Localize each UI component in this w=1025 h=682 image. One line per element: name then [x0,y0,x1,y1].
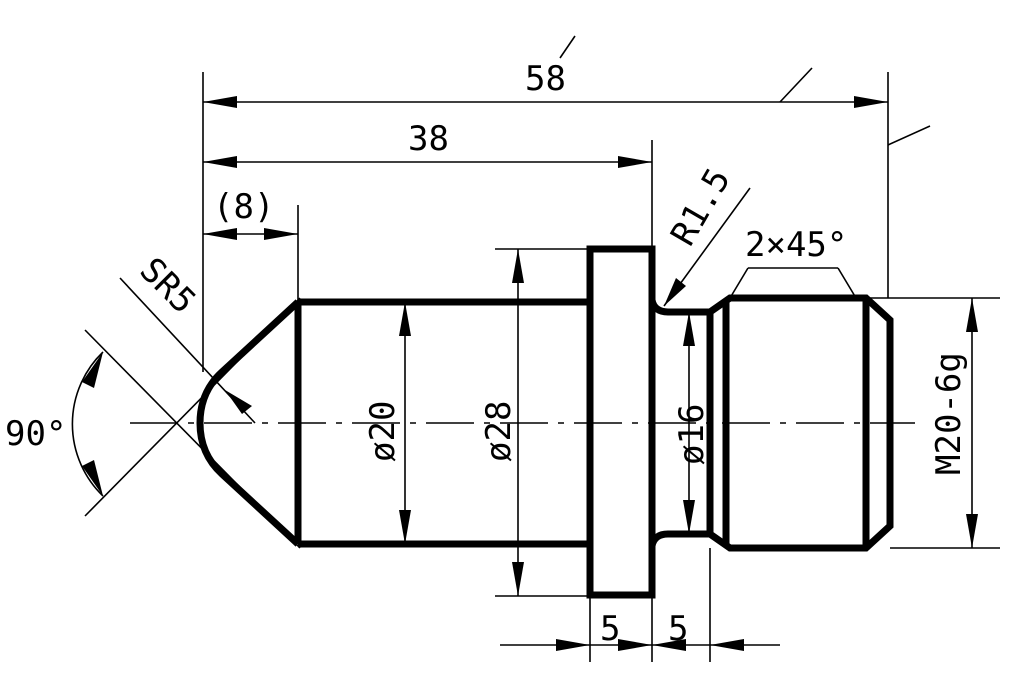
dim-dia-body: ø20 [363,401,403,462]
dim-ref-length: (8) [213,187,274,227]
dim-sphere-radius: SR5 [132,250,204,322]
part-outline [196,245,894,599]
dim-length-to-collar: 38 [408,119,449,159]
dim-chamfer: 2×45° [745,225,847,265]
dimension-lines [71,35,978,651]
dim-dia-neck: ø16 [672,404,712,465]
dim-overall-length: 58 [525,59,566,99]
dim-thread: M20-6g [929,352,969,475]
dim-neck-width: 5 [668,609,688,649]
extension-lines [202,72,1000,662]
dim-dia-collar: ø28 [479,401,519,462]
dim-fillet-radius: R1.5 [663,162,739,253]
dim-cone-angle: 90° [5,414,66,454]
dim-collar-width: 5 [600,609,620,649]
